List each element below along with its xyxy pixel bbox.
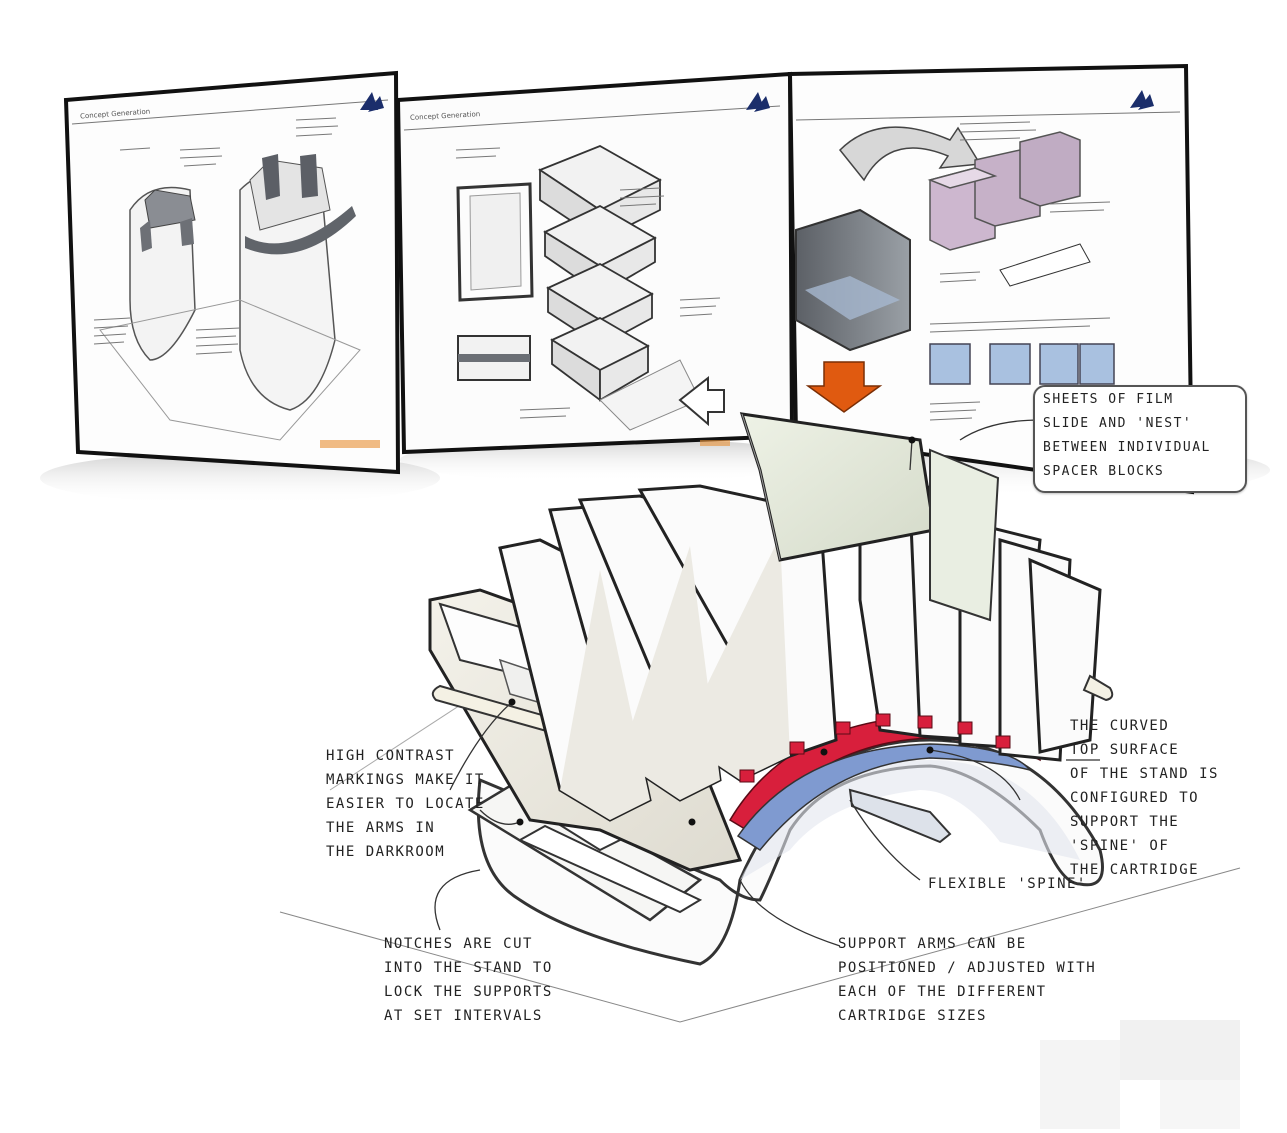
stand-sketch bbox=[279, 412, 1241, 1023]
presentation-panel-1 bbox=[63, 70, 401, 475]
film-callout-box bbox=[1033, 385, 1247, 493]
annotation-flexible-spine: FLEXIBLE 'SPINE' bbox=[928, 876, 1087, 892]
film-callout-text: SHEETS OF FILM SLIDE AND 'NEST' BETWEEN … bbox=[1043, 388, 1211, 484]
annotation-curved-surface: THE CURVED TOP SURFACE OF THE STAND IS C… bbox=[1070, 718, 1219, 878]
presentation-panel-2 bbox=[395, 71, 795, 455]
logo-icon bbox=[1130, 90, 1154, 110]
callout-line: SHEETS OF FILM bbox=[1043, 392, 1174, 407]
callout-line: SLIDE AND 'NEST' bbox=[1043, 416, 1193, 431]
logo-icon bbox=[360, 92, 384, 112]
annotation-support-arms: SUPPORT ARMS CAN BE POSITIONED / ADJUSTE… bbox=[838, 936, 1097, 1024]
annotation-high-contrast: HIGH CONTRAST MARKINGS MAKE IT EASIER TO… bbox=[326, 748, 485, 860]
logo-icon bbox=[746, 92, 770, 112]
annotation-notches: NOTCHES ARE CUT INTO THE STAND TO LOCK T… bbox=[384, 936, 553, 1024]
down-arrow-icon bbox=[805, 361, 883, 413]
callout-line: BETWEEN INDIVIDUAL bbox=[1043, 440, 1211, 455]
callout-line: SPACER BLOCKS bbox=[1043, 464, 1165, 479]
